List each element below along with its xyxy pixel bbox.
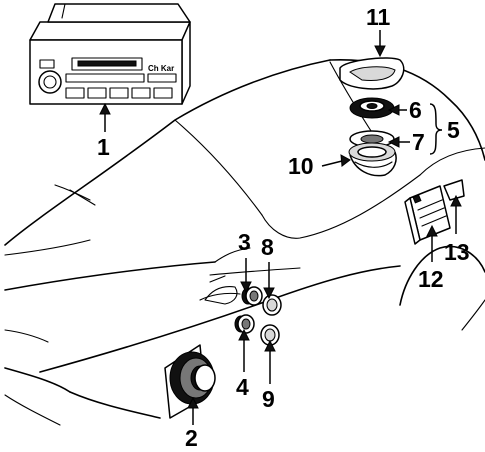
leader-lines: [99, 30, 462, 425]
callout-7: 7: [412, 129, 425, 155]
callout-13: 13: [444, 239, 470, 265]
radio-display-text: Ch Kar: [148, 64, 174, 73]
callout-3: 3: [238, 229, 251, 255]
callout-9: 9: [262, 386, 275, 412]
speaker-gasket-7: [349, 130, 395, 148]
callout-4: 4: [236, 374, 249, 400]
front-door-speaker: [164, 344, 216, 419]
car-body-outline: [4, 58, 485, 426]
callout-12: 12: [418, 266, 444, 292]
callout-8: 8: [261, 234, 274, 260]
speaker-enclosure-10: [348, 142, 397, 177]
callout-6: 6: [409, 97, 422, 123]
amplifier-12: [404, 185, 451, 245]
callout-11: 11: [366, 4, 391, 30]
tweeter-grille-8: [262, 294, 282, 316]
radio-receiver: Ch Kar: [29, 3, 191, 105]
callout-1: 1: [97, 134, 110, 160]
tweeter-3: [241, 286, 263, 306]
rear-speaker-6: [349, 97, 395, 119]
callout-10: 10: [288, 153, 314, 179]
rear-speaker-grille-11: [339, 57, 405, 90]
callout-5: 5: [447, 117, 460, 143]
tweeter-grille-9: [260, 324, 280, 346]
mounting-bracket-13: [443, 179, 465, 201]
callout-2: 2: [185, 425, 198, 451]
